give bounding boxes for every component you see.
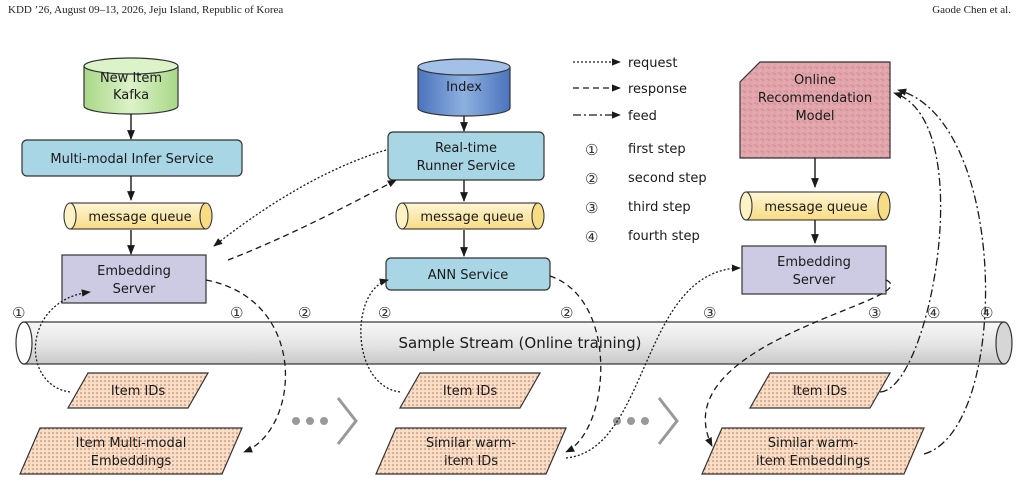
running-header-right: Gaode Chen et al. — [932, 4, 1011, 16]
legend-step-label-4: fourth step — [628, 229, 700, 244]
legend-step-mark-2: ② — [585, 170, 598, 188]
running-header-left: KDD ’26, August 09–13, 2026, Jeju Island… — [8, 4, 284, 16]
step-mark-3b: ③ — [868, 304, 881, 322]
online-recommendation-model: Online Recommendation Model — [739, 61, 891, 159]
svg-text:ANN Service: ANN Service — [428, 268, 509, 283]
legend-response: response — [628, 82, 687, 97]
svg-text:Embedding: Embedding — [97, 264, 171, 279]
connectors — [34, 88, 987, 459]
new-item-kafka: New Item Kafka — [83, 57, 179, 115]
svg-text:Item IDs: Item IDs — [443, 384, 498, 399]
svg-text:Embedding: Embedding — [777, 255, 851, 270]
legend: request response feed ① first step ② sec… — [573, 56, 707, 246]
step-mark-4b: ④ — [980, 304, 993, 322]
similar-warm-item-ids: Similar warm- item IDs — [375, 427, 567, 475]
svg-text:Multi-modal Infer Service: Multi-modal Infer Service — [50, 152, 213, 167]
item-ids-1: Item IDs — [66, 372, 210, 409]
multi-modal-infer-service: Multi-modal Infer Service — [21, 139, 243, 177]
embedding-server-1: Embedding Server — [61, 254, 207, 304]
legend-step-label-2: second step — [628, 171, 707, 186]
svg-text:Runner Service: Runner Service — [417, 159, 516, 174]
svg-text:Similar warm-: Similar warm- — [426, 436, 517, 451]
svg-text:Server: Server — [113, 282, 156, 297]
legend-request: request — [628, 56, 677, 71]
real-time-runner-service: Real-time Runner Service — [387, 131, 545, 181]
message-queue-3: message queue — [739, 191, 891, 221]
svg-text:Server: Server — [793, 273, 836, 288]
svg-text:item IDs: item IDs — [444, 454, 498, 469]
sample-stream-label: Sample Stream (Online training) — [398, 334, 641, 352]
step-mark-2b: ② — [378, 304, 391, 322]
step-markers: ① ① ② ② ② ③ ③ ④ ④ — [12, 304, 993, 322]
embedding-server-2: Embedding Server — [741, 245, 887, 295]
legend-step-mark-4: ④ — [585, 228, 598, 246]
step-mark-1a: ① — [12, 304, 25, 322]
item-ids-2: Item IDs — [398, 372, 542, 409]
message-queue-1: message queue — [63, 202, 213, 230]
svg-text:Embeddings: Embeddings — [91, 454, 172, 469]
svg-text:Index: Index — [446, 80, 482, 95]
step-mark-2c: ② — [560, 304, 573, 322]
svg-text:message queue: message queue — [420, 210, 523, 225]
item-multimodal-embeddings: Item Multi-modal Embeddings — [19, 427, 243, 475]
legend-step-label-3: third step — [628, 200, 691, 215]
svg-text:Kafka: Kafka — [113, 88, 149, 103]
legend-step-mark-3: ③ — [585, 199, 598, 217]
flow-chevron-1 — [292, 397, 358, 445]
svg-text:Real-time: Real-time — [435, 141, 497, 156]
svg-text:message queue: message queue — [88, 210, 191, 225]
svg-text:Online: Online — [794, 73, 836, 88]
step-mark-4a: ④ — [927, 304, 940, 322]
item-ids-3: Item IDs — [748, 372, 892, 409]
svg-text:message queue: message queue — [764, 200, 867, 215]
svg-text:Item IDs: Item IDs — [793, 384, 848, 399]
similar-warm-item-embeddings: Similar warm- item Embeddings — [701, 427, 925, 475]
message-queue-2: message queue — [395, 202, 545, 230]
svg-text:Similar warm-: Similar warm- — [768, 436, 859, 451]
legend-step-mark-1: ① — [585, 141, 598, 159]
svg-text:Item Multi-modal: Item Multi-modal — [76, 436, 187, 451]
svg-text:Recommendation: Recommendation — [758, 91, 872, 106]
step-mark-3a: ③ — [703, 304, 716, 322]
flow-chevron-2 — [613, 397, 679, 445]
svg-text:New Item: New Item — [100, 71, 162, 86]
sample-stream: Sample Stream (Online training) — [15, 321, 1013, 365]
ann-service: ANN Service — [385, 257, 551, 291]
svg-text:Model: Model — [795, 109, 834, 124]
legend-step-label-1: first step — [628, 142, 686, 157]
svg-text:Item IDs: Item IDs — [111, 384, 166, 399]
svg-text:item Embeddings: item Embeddings — [756, 454, 870, 469]
step-mark-1b: ① — [230, 304, 243, 322]
index-cylinder: Index — [417, 58, 511, 117]
step-mark-2a: ② — [298, 304, 311, 322]
legend-feed: feed — [628, 109, 657, 124]
